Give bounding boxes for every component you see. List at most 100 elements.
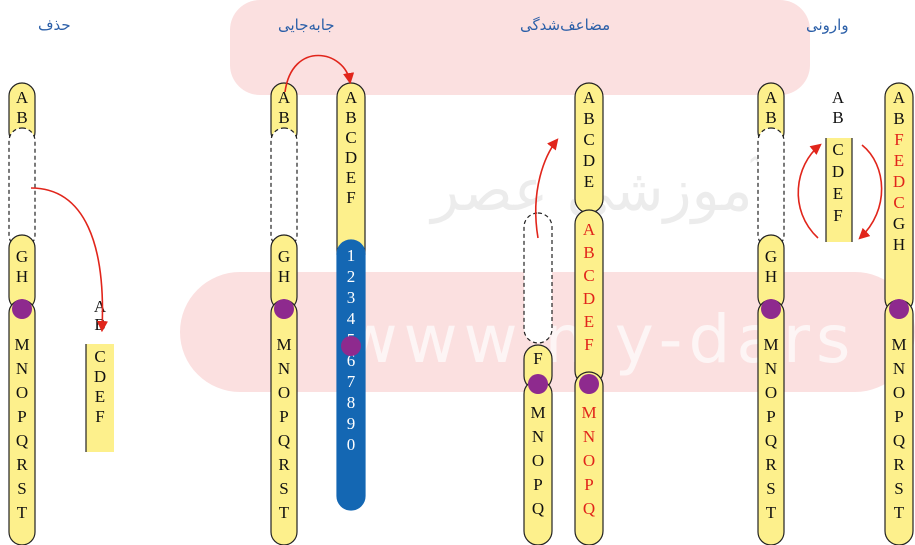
translocation-original-lower-label: P — [279, 407, 288, 426]
translocation-recipient-label: C — [345, 128, 356, 147]
translocation-centromere — [341, 336, 361, 356]
inversion-result-label: Q — [893, 431, 905, 450]
duplication-donor-lower-label: P — [533, 475, 542, 494]
translocation-inserted-label: 1 — [347, 246, 356, 265]
translocation-inserted-label: 2 — [347, 267, 356, 286]
translocation-recipient-label: F — [346, 188, 355, 207]
translocation-inserted-label: 0 — [347, 435, 356, 454]
translocation-original-lower-label: Q — [278, 431, 290, 450]
translocation-recipient-label: E — [346, 168, 356, 187]
inversion-result-centromere — [889, 299, 909, 319]
inversion-result-label: N — [893, 359, 905, 378]
inversion-result-label: D — [893, 172, 905, 191]
inversion-result-label: E — [894, 151, 904, 170]
duplication-result-lower-label: O — [583, 451, 595, 470]
inversion-fragment-head-label: B — [832, 108, 843, 127]
duplication-result-upper-label: A — [583, 88, 596, 107]
translocation-recipient-label: A — [345, 88, 358, 107]
deletion-chromosome-lower-label: S — [17, 479, 26, 498]
inversion-fragment-head-label: A — [832, 88, 845, 107]
duplication-result-lower-label: Q — [583, 499, 595, 518]
translocation-inserted-segment — [336, 239, 366, 511]
inversion-original-lower-label: T — [766, 503, 777, 522]
inversion-fragment-label: E — [833, 184, 843, 203]
inversion-result-label: G — [893, 214, 905, 233]
translocation-original-gap — [270, 127, 298, 249]
translocation-original-lower-label: R — [278, 455, 290, 474]
watermark-band-top — [230, 0, 810, 95]
deletion-chromosome-upper-label: B — [16, 108, 27, 127]
deletion-chromosome-centromere — [12, 299, 32, 319]
translocation-original-lower-label: O — [278, 383, 290, 402]
translocation-original-upper-label: B — [278, 108, 289, 127]
inversion-fragment-label: F — [833, 206, 842, 225]
deletion-fragment-head-label: B — [94, 315, 105, 334]
deletion-chromosome-lower-label: N — [16, 359, 28, 378]
translocation-original-upper-label: A — [278, 88, 291, 107]
translocation-recipient-label: D — [345, 148, 357, 167]
duplication-result-upper-label: D — [583, 151, 595, 170]
duplication-result-duplicated-label: C — [583, 266, 594, 285]
inversion-original-centromere — [761, 299, 781, 319]
deletion-chromosome-lower-label: R — [16, 455, 28, 474]
translocation-recipient-label: B — [345, 108, 356, 127]
inversion-result-label: F — [894, 130, 903, 149]
duplication-result-duplicated-label: E — [584, 312, 594, 331]
inversion-result-label: C — [893, 193, 904, 212]
inversion-original-lower-label: P — [766, 407, 775, 426]
title-deletion: حذف — [38, 16, 71, 34]
duplication-result-duplicated-label: A — [583, 220, 596, 239]
deletion-chromosome-gh-label: H — [16, 267, 28, 286]
duplication-result-lower-label: N — [583, 427, 595, 446]
inversion-original-lower-label: R — [765, 455, 777, 474]
inversion-original-upper-label: A — [765, 88, 778, 107]
translocation-inserted-label: 9 — [347, 414, 356, 433]
inversion-original-gh-label: G — [765, 247, 777, 266]
deletion-fragment-label: D — [94, 367, 106, 386]
duplication-result-upper-label: E — [584, 172, 594, 191]
inversion-fragment-label: D — [832, 162, 844, 181]
translocation-original-gh-label: H — [278, 267, 290, 286]
deletion-chromosome-lower-label: M — [14, 335, 29, 354]
deletion-chromosome-lower-label: P — [17, 407, 26, 426]
duplication-result-upper-label: C — [583, 130, 594, 149]
inversion-arrow-up — [797, 143, 822, 239]
deletion-fragment-label: F — [95, 407, 104, 426]
deletion-fragment-label: C — [94, 347, 105, 366]
duplication-donor-lower-label: Q — [532, 499, 544, 518]
inversion-fragment — [826, 138, 852, 242]
duplication-arrow — [534, 138, 559, 239]
deletion-fragment-label: E — [95, 387, 105, 406]
duplication-result-upper-label: B — [583, 109, 594, 128]
deletion-chromosome-upper-label: A — [16, 88, 29, 107]
duplication-result-duplicated-label: D — [583, 289, 595, 308]
duplication-result-duplicated-label: F — [584, 335, 593, 354]
duplication-donor-gap — [523, 212, 553, 344]
translocation-original-lower-label: M — [276, 335, 291, 354]
inversion-result-label: O — [893, 383, 905, 402]
inversion-result-label: H — [893, 235, 905, 254]
translocation-inserted-label: 4 — [347, 309, 356, 328]
translocation-original-lower-label: N — [278, 359, 290, 378]
duplication-donor-f-label: F — [533, 349, 542, 368]
deletion-fragment-head-label: A — [94, 297, 107, 316]
duplication-donor-lower-label: M — [530, 403, 545, 422]
title-inversion: وارونی — [806, 16, 849, 34]
duplication-result-centromere — [579, 374, 599, 394]
inversion-original-lower-label: Q — [765, 431, 777, 450]
translocation-arrow — [284, 54, 355, 93]
inversion-result-label: P — [894, 407, 903, 426]
duplication-result-duplicated-label: B — [583, 243, 594, 262]
deletion-fragment — [86, 344, 114, 452]
deletion-chromosome-lower-label: Q — [16, 431, 28, 450]
duplication-result-lower-label: P — [584, 475, 593, 494]
translocation-original-centromere — [274, 299, 294, 319]
inversion-result-label: A — [893, 88, 906, 107]
duplication-donor-centromere — [528, 374, 548, 394]
duplication-result-lower — [574, 371, 604, 545]
inversion-original-gap — [757, 127, 785, 249]
duplication-donor-lower-label: O — [532, 451, 544, 470]
duplication-result-lower-label: M — [581, 403, 596, 422]
translocation-inserted-label: 7 — [347, 372, 356, 391]
